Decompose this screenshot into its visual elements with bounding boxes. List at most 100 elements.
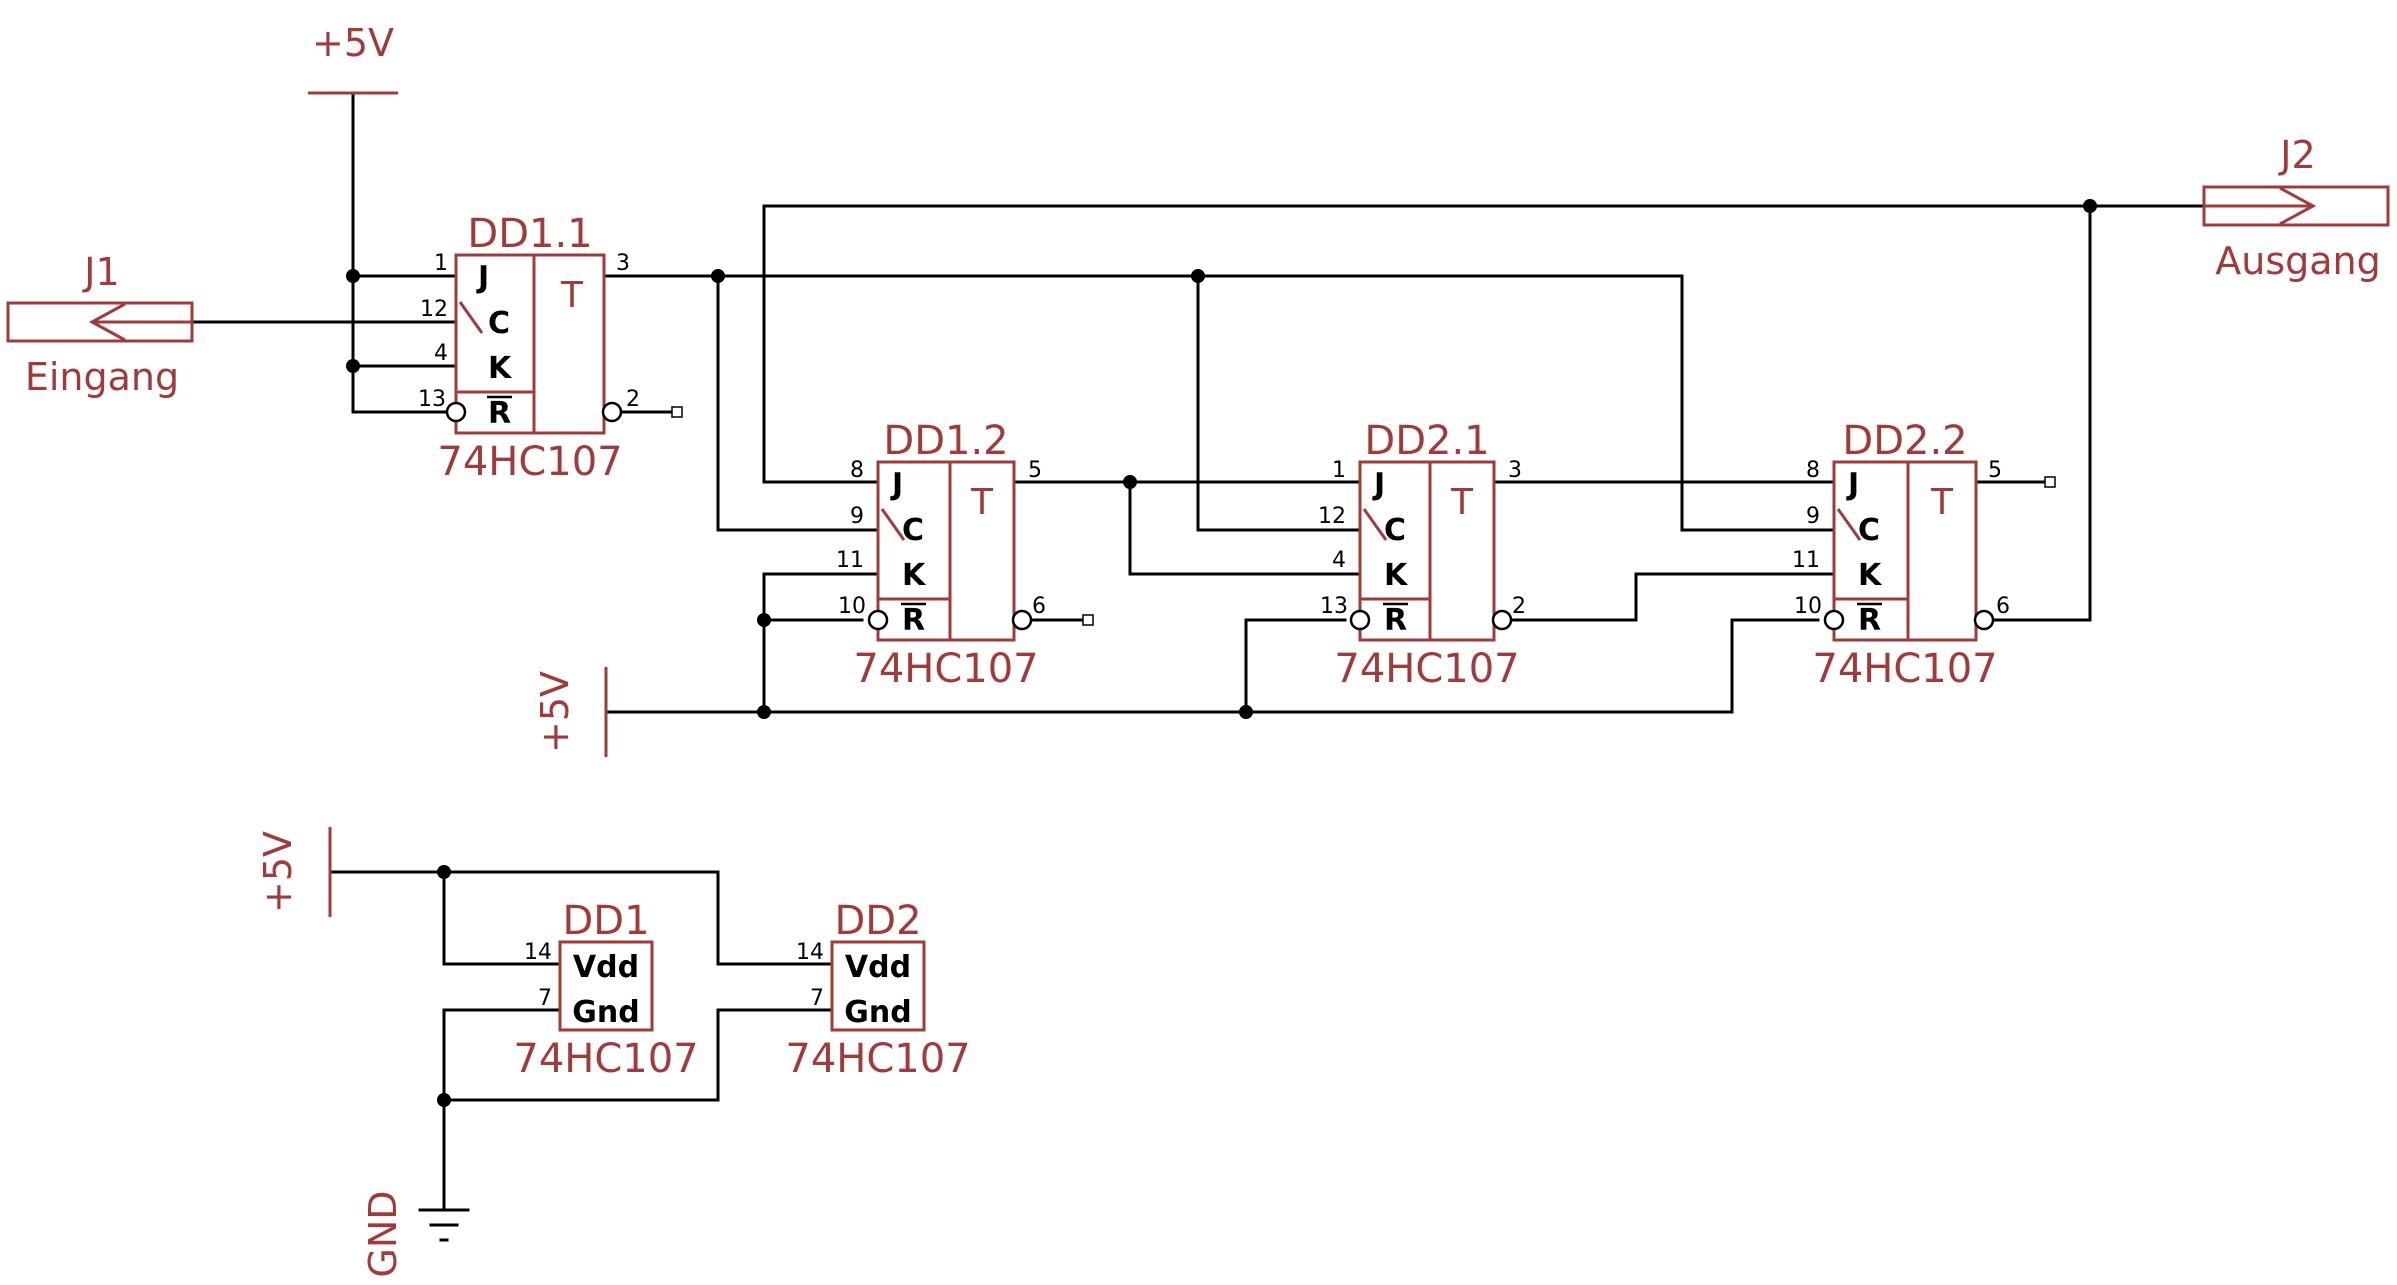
pin-number-nq: 2 bbox=[626, 387, 640, 412]
pin-label-k: K bbox=[1858, 558, 1883, 593]
pin-number-r: 10 bbox=[838, 594, 866, 619]
pin-label-k: K bbox=[488, 351, 513, 386]
power-label-top: +5V bbox=[312, 21, 394, 65]
pin-number-vdd: 14 bbox=[796, 940, 824, 965]
pin-label-c: C bbox=[1384, 513, 1406, 548]
pin-number-nq: 6 bbox=[1996, 594, 2010, 619]
pin-label-j: J bbox=[476, 260, 489, 295]
pin-label-c: C bbox=[1858, 513, 1880, 548]
flipflop-dd2-2: J C K R T 8 9 11 10 5 6 DD2.2 74HC107 bbox=[1792, 418, 2010, 692]
junction-dot bbox=[437, 1093, 451, 1107]
pin-label-t: T bbox=[970, 482, 994, 523]
pin-number-q: 5 bbox=[1988, 458, 2002, 483]
pin-label-r: R bbox=[1858, 603, 1881, 638]
pin-label-c: C bbox=[902, 513, 924, 548]
pin-label-j: J bbox=[890, 467, 903, 502]
pin-number-c: 12 bbox=[420, 297, 448, 322]
pin-label-t: T bbox=[560, 275, 584, 316]
flipflop-ref: DD1.1 bbox=[467, 211, 592, 257]
connector-ref-j2: J2 bbox=[2278, 133, 2315, 177]
junction-dot bbox=[1123, 475, 1137, 489]
power-symbol-top: +5V bbox=[308, 21, 398, 95]
connector-ref-j1: J1 bbox=[82, 250, 119, 294]
ground-symbol: GND bbox=[361, 1190, 470, 1278]
junction-dot bbox=[437, 865, 451, 879]
pin-number-gnd: 7 bbox=[810, 986, 824, 1011]
power-unit-ref: DD1 bbox=[562, 898, 649, 944]
pin-number-k: 4 bbox=[434, 341, 448, 366]
pin-label-c: C bbox=[488, 306, 510, 341]
power-label-bottom: +5V bbox=[256, 831, 300, 913]
junction-dot bbox=[346, 359, 360, 373]
flipflop-ref: DD1.2 bbox=[883, 418, 1008, 464]
pin-number-k: 4 bbox=[1332, 548, 1346, 573]
pin-label-j: J bbox=[1846, 467, 1859, 502]
junction-dot bbox=[346, 269, 360, 283]
pin-label-t: T bbox=[1930, 482, 1954, 523]
flipflop-part: 74HC107 bbox=[1334, 646, 1519, 692]
pin-number-gnd: 7 bbox=[538, 986, 552, 1011]
pin-number-j: 1 bbox=[1332, 458, 1346, 483]
power-label-mid: +5V bbox=[533, 671, 577, 753]
pin-number-r: 10 bbox=[1794, 594, 1822, 619]
pin-label-j: J bbox=[1372, 467, 1385, 502]
pin-number-k: 11 bbox=[836, 548, 864, 573]
pin-label-r: R bbox=[902, 603, 925, 638]
pin-number-q: 3 bbox=[1508, 458, 1522, 483]
flipflop-dd1-2: J C K R T 8 9 11 10 5 6 DD1.2 74HC107 bbox=[836, 418, 1046, 692]
flipflop-ref: DD2.1 bbox=[1364, 418, 1489, 464]
pin-number-nq: 6 bbox=[1032, 594, 1046, 619]
gnd-label: Gnd bbox=[572, 995, 639, 1030]
pin-number-r: 13 bbox=[1320, 594, 1348, 619]
flipflop-part: 74HC107 bbox=[437, 439, 622, 485]
connector-j1: J1 Eingang bbox=[6, 250, 194, 399]
power-unit-part: 74HC107 bbox=[785, 1036, 970, 1082]
power-unit-part: 74HC107 bbox=[513, 1036, 698, 1082]
pin-label-k: K bbox=[902, 558, 927, 593]
vdd-label: Vdd bbox=[845, 950, 911, 985]
pin-label-k: K bbox=[1384, 558, 1409, 593]
junction-dot bbox=[2083, 199, 2097, 213]
power-symbol-mid: +5V bbox=[533, 667, 608, 757]
connector-j2: J2 Ausgang bbox=[2202, 133, 2390, 283]
open-terminal bbox=[671, 406, 683, 418]
flipflop-part: 74HC107 bbox=[1812, 646, 1997, 692]
power-unit-dd2: Vdd Gnd 14 7 DD2 74HC107 bbox=[785, 898, 970, 1082]
flipflop-dd1-1: J C K R T 1 12 4 13 3 2 DD1.1 74HC107 bbox=[418, 211, 640, 485]
power-unit-ref: DD2 bbox=[834, 898, 921, 944]
flipflop-ref: DD2.2 bbox=[1842, 418, 1967, 464]
pin-number-q: 5 bbox=[1028, 458, 1042, 483]
open-terminal bbox=[1082, 614, 1094, 626]
pin-number-r: 13 bbox=[418, 387, 446, 412]
pin-number-q: 3 bbox=[616, 251, 630, 276]
junction-dot bbox=[1191, 269, 1205, 283]
power-unit-dd1: Vdd Gnd 14 7 DD1 74HC107 bbox=[513, 898, 698, 1082]
ground-label: GND bbox=[361, 1190, 405, 1277]
junction-dot bbox=[1239, 705, 1253, 719]
pin-number-c: 9 bbox=[1806, 504, 1820, 529]
junction-dot bbox=[757, 613, 771, 627]
flipflop-dd2-1: J C K R T 1 12 4 13 3 2 DD2.1 74HC107 bbox=[1318, 418, 1526, 692]
open-terminals bbox=[671, 406, 2056, 626]
gnd-label: Gnd bbox=[844, 995, 911, 1030]
pin-number-nq: 2 bbox=[1512, 594, 1526, 619]
connector-label-j1: Eingang bbox=[25, 355, 179, 399]
pin-number-j: 1 bbox=[434, 251, 448, 276]
junction-dot bbox=[711, 269, 725, 283]
pin-number-j: 8 bbox=[850, 458, 864, 483]
pin-number-vdd: 14 bbox=[524, 940, 552, 965]
power-symbol-bottom: +5V bbox=[256, 827, 332, 917]
pin-number-j: 8 bbox=[1806, 458, 1820, 483]
pin-label-r: R bbox=[488, 396, 511, 431]
pin-label-r: R bbox=[1384, 603, 1407, 638]
pin-number-c: 9 bbox=[850, 504, 864, 529]
junction-dot bbox=[757, 705, 771, 719]
pin-number-k: 11 bbox=[1792, 548, 1820, 573]
flipflop-part: 74HC107 bbox=[853, 646, 1038, 692]
pin-number-c: 12 bbox=[1318, 504, 1346, 529]
junctions bbox=[346, 199, 2097, 1107]
vdd-label: Vdd bbox=[573, 950, 639, 985]
pin-label-t: T bbox=[1450, 482, 1474, 523]
wires bbox=[190, 91, 2206, 1212]
